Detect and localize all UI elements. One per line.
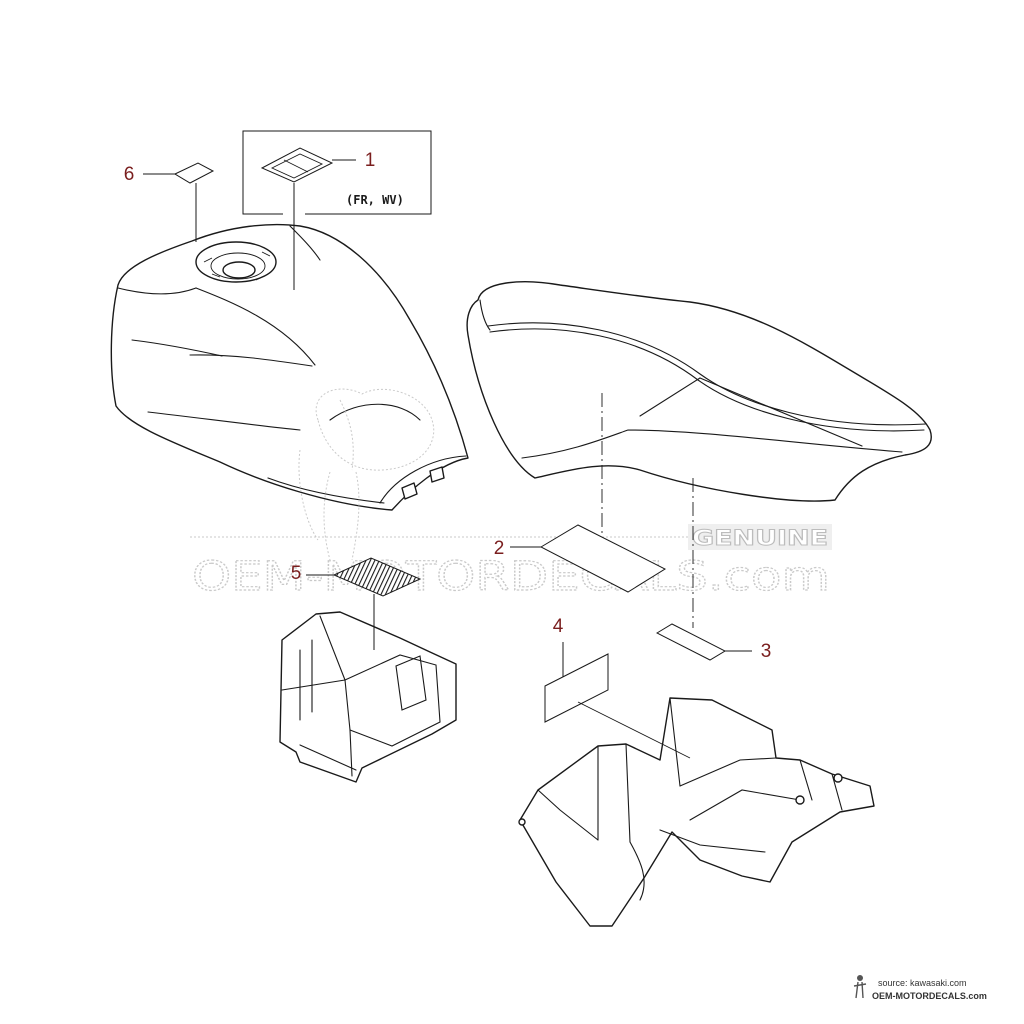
label-6 <box>173 162 215 184</box>
watermark-site-text: OEM-MOTORDECALS.com <box>192 554 830 600</box>
watermark-badge-text: GENUINE <box>692 526 828 550</box>
fuel-cap-center <box>222 261 256 279</box>
battery-case <box>279 611 457 783</box>
rear-fender-edge <box>537 789 599 841</box>
rear-fender-edge <box>689 789 801 821</box>
variant-note: (FR, WV) <box>346 193 404 207</box>
rear-fender-edge <box>799 759 843 811</box>
callout-number-2: 2 <box>494 538 505 559</box>
callout-4: 4 <box>544 616 691 759</box>
seat-piping <box>489 328 925 432</box>
label-4 <box>544 653 609 723</box>
fuel-tank-outline <box>110 223 469 511</box>
rear-fender-mount <box>795 795 805 805</box>
callout-2: 2 <box>494 393 667 593</box>
battery-case-edge <box>349 729 353 777</box>
fuel-tank-contour <box>189 354 313 367</box>
credit: source: kawasaki.com OEM-MOTORDECALS.com <box>853 975 987 1001</box>
fuel-cap-notches <box>203 251 271 281</box>
seat-outline <box>466 281 932 502</box>
label-1-divider <box>283 159 309 173</box>
rear-fender-mount <box>518 818 526 826</box>
callout-number-1: 1 <box>365 150 376 171</box>
rear-fender-edge <box>629 841 645 901</box>
label-2 <box>539 524 667 593</box>
callout-1: 1 (FR, WV) <box>242 130 432 290</box>
rider-logo-icon <box>853 975 867 999</box>
fuel-cap <box>195 241 277 283</box>
fuel-tank-contour <box>195 287 316 366</box>
seat-piping <box>487 322 927 426</box>
callout-5: 5 <box>291 557 422 650</box>
rear-fender-mount <box>833 773 843 783</box>
credit-source: source: kawasaki.com <box>878 978 967 988</box>
tank-bracket <box>401 482 418 500</box>
fuel-cap-inner-ring <box>210 252 266 280</box>
watermark: GENUINE OEM-MOTORDECALS.com <box>190 388 832 601</box>
callout-6: 6 <box>124 162 215 242</box>
seat-front-edge <box>479 299 491 331</box>
label-1 <box>260 147 334 183</box>
fuel-tank-contour <box>267 477 385 504</box>
fuel-tank-contour <box>131 339 223 357</box>
callout-number-3: 3 <box>761 641 772 662</box>
callout-number-6: 6 <box>124 164 135 185</box>
rear-fender-edge <box>659 829 766 853</box>
battery-case-edge <box>299 744 357 771</box>
label-5 <box>332 557 422 597</box>
fuel-tank-contour <box>329 403 421 421</box>
credit-site: OEM-MOTORDECALS.com <box>872 991 987 1001</box>
rear-fender-edge <box>679 757 777 787</box>
battery-case-edge <box>281 679 346 691</box>
rear-fender-edge <box>625 743 631 843</box>
rear-fender-outline <box>519 697 875 927</box>
watermark-badge <box>688 524 832 550</box>
label-3 <box>655 623 727 661</box>
battery-case-edge <box>319 615 346 681</box>
label-1-inner <box>270 153 324 179</box>
watermark-logo <box>298 388 435 561</box>
seat <box>466 281 932 502</box>
battery-case-outline <box>279 611 457 783</box>
rear-fender <box>518 697 875 927</box>
seat-divider <box>639 377 701 417</box>
battery-case-rib <box>299 639 313 721</box>
fuel-tank <box>110 223 469 511</box>
battery-case-window <box>395 655 427 711</box>
fuel-tank-top-edge <box>117 287 197 295</box>
seat-lower-seam <box>521 429 903 459</box>
callout-number-4: 4 <box>553 616 564 637</box>
leader-4-drop <box>577 701 691 759</box>
fuel-tank-rear-edge <box>379 455 467 504</box>
rear-fender-edge <box>669 697 681 787</box>
seat-divider <box>699 377 863 447</box>
callout-number-5: 5 <box>291 563 302 584</box>
fuel-tank-edge <box>289 225 321 261</box>
tank-bracket <box>429 466 445 483</box>
variant-box <box>242 130 432 215</box>
callout-3: 3 <box>655 478 772 662</box>
fuel-tank-contour <box>147 411 301 431</box>
